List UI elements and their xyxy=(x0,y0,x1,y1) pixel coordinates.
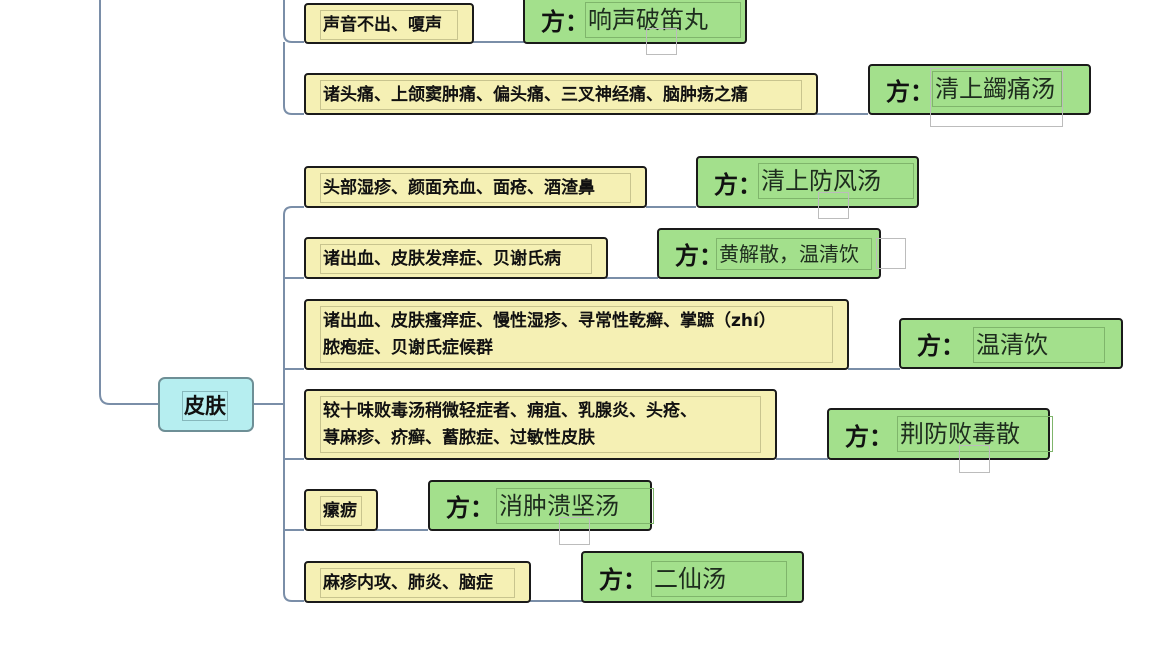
placeholder-box xyxy=(930,68,1063,127)
condition-node[interactable]: 诸头痛、上颌窦肿痛、偏头痛、三叉神经痛、脑肿疡之痛 xyxy=(304,73,818,115)
formula-node[interactable]: 方： 黄解散，温清饮 xyxy=(657,228,881,279)
condition-text: 诸出血、皮肤发痒症、贝谢氏病 xyxy=(320,244,592,274)
formula-name: 温清饮 xyxy=(973,327,1105,363)
condition-text: 瘰疬 xyxy=(320,496,362,526)
root-node-skin[interactable]: 皮肤 xyxy=(158,377,254,432)
formula-node[interactable]: 方： 消肿溃坚汤 xyxy=(428,480,654,531)
condition-node[interactable]: 声音不出、嗄声 xyxy=(304,3,474,44)
condition-node[interactable]: 麻疹内攻、肺炎、脑症 xyxy=(304,561,531,603)
formula-node[interactable]: 方： 二仙汤 xyxy=(581,551,804,603)
condition-text-line-1: 较十味败毒汤稍微轻症者、痈疽、乳腺炎、头疮、 xyxy=(320,396,761,425)
condition-text-line-2: 脓疱症、贝谢氏症候群 xyxy=(320,334,833,363)
formula-name: 二仙汤 xyxy=(651,561,787,597)
formula-node[interactable]: 方： 荆防败毒散 xyxy=(827,408,1053,460)
condition-text-line-1: 诸出血、皮肤瘙痒症、慢性湿疹、寻常性乾癣、掌蹠（zhí） xyxy=(320,306,833,335)
formula-prefix: 方： xyxy=(917,332,965,360)
condition-text-line-2: 荨麻疹、疥癣、蓄脓症、过敏性皮肤 xyxy=(320,424,761,453)
formula-prefix: 方： xyxy=(446,494,494,522)
formula-prefix: 方： xyxy=(845,422,893,451)
root-node-label: 皮肤 xyxy=(182,391,228,421)
placeholder-box xyxy=(959,445,990,473)
condition-text: 头部湿疹、颜面充血、面疮、酒渣鼻 xyxy=(320,173,631,203)
formula-name: 黄解散，温清饮 xyxy=(716,238,872,270)
placeholder-box xyxy=(818,192,849,219)
formula-node[interactable]: 方： 温清饮 xyxy=(899,318,1123,369)
condition-node[interactable]: 诸出血、皮肤发痒症、贝谢氏病 xyxy=(304,237,608,279)
condition-node[interactable]: 瘰疬 xyxy=(304,489,378,531)
formula-node[interactable]: 方： 清上防风汤 xyxy=(696,156,919,208)
formula-prefix: 方： xyxy=(675,242,723,270)
placeholder-box xyxy=(559,517,590,545)
condition-text: 声音不出、嗄声 xyxy=(320,10,458,40)
placeholder-box xyxy=(876,238,906,269)
formula-name: 清上防风汤 xyxy=(758,163,914,199)
condition-node[interactable]: 头部湿疹、颜面充血、面疮、酒渣鼻 xyxy=(304,166,647,208)
formula-prefix: 方： xyxy=(714,170,762,199)
placeholder-box xyxy=(646,28,677,55)
formula-name: 荆防败毒散 xyxy=(897,416,1053,452)
formula-name: 消肿溃坚汤 xyxy=(496,488,654,524)
condition-text: 诸头痛、上颌窦肿痛、偏头痛、三叉神经痛、脑肿疡之痛 xyxy=(320,80,802,110)
formula-node[interactable]: 方： 响声破笛丸 xyxy=(523,0,747,44)
formula-prefix: 方： xyxy=(599,565,647,594)
formula-prefix: 方： xyxy=(541,7,589,36)
condition-node[interactable]: 较十味败毒汤稍微轻症者、痈疽、乳腺炎、头疮、 荨麻疹、疥癣、蓄脓症、过敏性皮肤 xyxy=(304,389,777,460)
formula-prefix: 方： xyxy=(886,78,934,106)
condition-text: 麻疹内攻、肺炎、脑症 xyxy=(320,568,515,598)
condition-node[interactable]: 诸出血、皮肤瘙痒症、慢性湿疹、寻常性乾癣、掌蹠（zhí） 脓疱症、贝谢氏症候群 xyxy=(304,299,849,370)
formula-node[interactable]: 方： 清上蠲痛汤 xyxy=(868,64,1091,115)
formula-name: 清上蠲痛汤 xyxy=(932,71,1062,107)
formula-name: 响声破笛丸 xyxy=(585,2,741,38)
